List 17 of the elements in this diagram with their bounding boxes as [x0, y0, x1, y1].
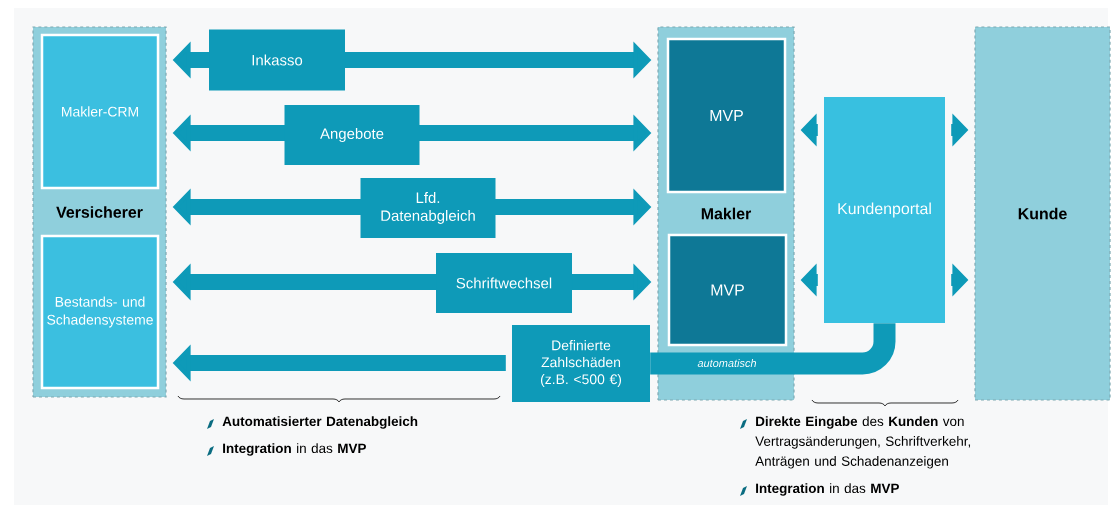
system-box: Bestands- und Schadensysteme	[40, 234, 160, 390]
process-box: Definierte Zahlschäden (z.B. <500 €)	[512, 325, 650, 402]
actor-band: Kunde	[974, 26, 1111, 401]
edge-label: Lfd. Datenabgleich	[360, 178, 496, 238]
mvp-box: MVP	[666, 37, 787, 194]
bullet-text: Direkte Eingabe des Kunden von Vertragsänderungen, Schriftverkehr, Anträgen und Schadenanzeigen	[755, 416, 971, 469]
edge-label: automatisch	[696, 357, 758, 368]
bullet-text: Integration in das MVP	[223, 443, 366, 456]
portal-box: Kundenportal	[824, 97, 945, 323]
mvp-box: MVP	[667, 233, 788, 347]
bullet-text: Integration in das MVP	[756, 483, 899, 496]
edge-label: Angebote	[284, 105, 420, 165]
system-box: Makler-CRM	[40, 33, 160, 190]
bullet-text: Automatisierter Datenabgleich	[222, 416, 418, 429]
edge-label: Inkasso	[209, 29, 345, 91]
edge-label: Schriftwechsel	[436, 253, 572, 313]
connector-pipe	[650, 323, 896, 375]
